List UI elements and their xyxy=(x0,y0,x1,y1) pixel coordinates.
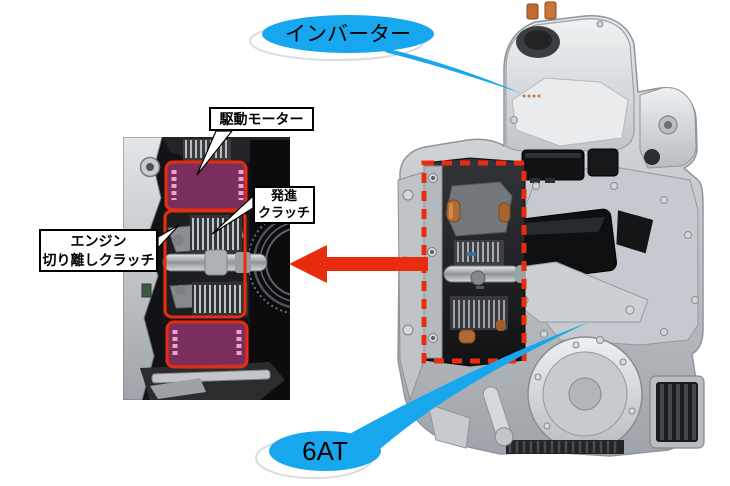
gearbox-cutaway-section xyxy=(423,157,526,367)
6at-label: 6AT xyxy=(302,436,348,466)
vent-grille xyxy=(649,375,705,449)
drive-motor-highlight-top xyxy=(164,160,248,212)
zoom-region-dashed-box xyxy=(421,160,527,364)
inverter-label: インバーター xyxy=(285,23,411,46)
launch-clutch-label-line1: 発進 xyxy=(270,188,297,204)
bolts xyxy=(532,182,699,344)
hv-connector xyxy=(526,3,539,20)
balloon-tail xyxy=(368,44,521,93)
launch-clutch-label-line2: クラッチ xyxy=(257,205,310,220)
engine-disconnect-label-line1: エンジン xyxy=(70,233,127,250)
engine-unit-photo xyxy=(397,1,705,457)
engine-disconnect-label-line2: 切り離しクラッチ xyxy=(42,251,155,268)
pointer-engine-clutch xyxy=(157,224,180,250)
balloon-tail xyxy=(344,322,589,456)
launch-clutch-label-box: 発進 クラッチ xyxy=(253,186,315,224)
callout-6at: 6AT xyxy=(255,322,589,479)
balloon-ellipse xyxy=(269,431,381,471)
pump-cover xyxy=(527,336,643,452)
clutch-section-outline xyxy=(163,209,247,319)
pointer-drive-motor xyxy=(196,130,234,176)
coolant-pipe xyxy=(482,386,514,447)
control-box xyxy=(514,208,617,282)
inverter-unit xyxy=(505,1,635,153)
hv-connector xyxy=(544,1,557,20)
balloon-ellipse xyxy=(262,15,434,53)
callout-inverter: インバーター xyxy=(249,15,521,93)
drive-motor-label: 駆動モーター xyxy=(219,110,304,127)
ecu-modules xyxy=(521,148,619,183)
engine-disconnect-clutch-label-box: エンジン 切り離しクラッチ xyxy=(39,229,158,272)
drive-motor-highlight-bottom xyxy=(165,320,249,369)
drive-motor-label-box: 駆動モーター xyxy=(209,107,314,131)
zoom-arrow xyxy=(289,245,428,283)
